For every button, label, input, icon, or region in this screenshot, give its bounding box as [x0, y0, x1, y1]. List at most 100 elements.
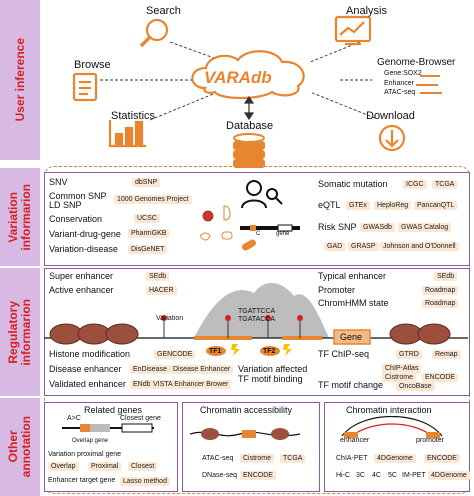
fourdgenome2-tag: 4DGenome — [428, 471, 470, 480]
band-user-inference: User inference — [0, 0, 40, 160]
enhancer-target-label: Enhancer target gene — [48, 477, 116, 484]
genome-browser-tracks — [416, 75, 442, 94]
related-genes-graphic — [62, 423, 154, 433]
4c-label: 4C — [372, 472, 381, 479]
gwas-catalog-tag: GWAS Catalog — [398, 223, 452, 232]
pharmgkb-tag: PharmGKB — [128, 229, 170, 238]
pancanqtl-tag: PancanQTL — [414, 201, 458, 210]
roadmap2-tag: Roadmap — [422, 299, 459, 308]
chrom-inter-title: Chromatin interaction — [346, 405, 432, 415]
overlap-tag: Overlap — [48, 462, 79, 471]
atac-seq-label: ATAC-seq — [202, 455, 234, 462]
cistrome2-tag: Cistrome — [240, 454, 275, 463]
organ-icons — [199, 205, 233, 241]
tf-icons — [206, 346, 280, 356]
atac-track-label: ATAC-seq — [384, 89, 416, 96]
user-inference-diagram — [72, 15, 442, 168]
variation-proximal-label: Variation proximal gene — [48, 451, 122, 458]
download-icon — [378, 124, 406, 152]
snv-label: SNV — [49, 177, 68, 187]
proximal-tag: Proximal — [88, 462, 122, 471]
icgc-tag: ICGC — [403, 180, 427, 189]
tcga2-tag: TCGA — [280, 454, 306, 463]
enhancer-small-label: enhancer — [340, 437, 370, 444]
grasp-tag: GRASP — [348, 242, 379, 251]
download-label: Download — [366, 110, 415, 122]
gene-label: gene — [276, 231, 290, 237]
helioreg-tag: HeploReg — [374, 201, 412, 210]
affected-label-2: TF motif binding — [238, 374, 303, 384]
oncobase-tag: OncoBase — [396, 382, 435, 391]
promoter-label: Promoter — [318, 285, 356, 295]
risk-snp-label: Risk SNP — [318, 222, 357, 232]
nucleosomes-left — [49, 323, 139, 345]
closest-gene-label: Closest gene — [120, 415, 161, 422]
variation-lollipops — [161, 315, 303, 338]
browse-icon — [72, 72, 98, 102]
chip-atlas-tag: ChIP-Atlas — [382, 364, 422, 373]
fourdgenome-tag: 4DGenome — [374, 454, 416, 463]
gencode-tag: GENCODE — [154, 350, 196, 359]
3c-label: 3C — [356, 472, 365, 479]
disease-enhancer-tag: Disease Enhancer — [170, 365, 234, 374]
histone-mod-label: Histone modification — [49, 349, 131, 359]
cistrome-tag: Cistrome — [382, 373, 417, 382]
hic-label: Hi-C — [336, 472, 350, 479]
motif1-label: TGATTCCA — [238, 308, 276, 315]
im-pet-label: IM-PET — [402, 472, 426, 479]
sedb2-tag: SEdb — [434, 272, 458, 281]
varadb-logo: VARAdb — [204, 68, 272, 87]
band-variation: Variation informarion — [0, 168, 40, 266]
validated-enhancer-label: Validated enhancer — [49, 379, 126, 389]
chromatin-access-graphic — [190, 428, 301, 440]
tf1-label: TF1 — [209, 348, 222, 355]
genome-browser-label: Genome-Browser — [377, 57, 456, 68]
motif2-label: TGATACCA — [238, 316, 276, 323]
statistics-label: Statistics — [111, 110, 156, 122]
sedb-tag: SEdb — [146, 272, 170, 281]
analysis-label: Analysis — [346, 5, 387, 17]
5c-label: 5C — [388, 472, 397, 479]
closest-tag: Closest — [128, 462, 158, 471]
variation-center-graphic — [199, 180, 300, 251]
disgenet-tag: DisGeNET — [128, 245, 168, 254]
gene-sox2-label: Gene:SOX2 — [384, 70, 422, 77]
endb-tag: ENdb — [130, 380, 154, 389]
super-enhancer-label: Super enhancer — [49, 271, 114, 281]
endisease-tag: EnDisease — [130, 365, 170, 374]
search-label: Search — [146, 5, 181, 17]
database-label: Database — [226, 120, 274, 132]
gtex-tag: GTEx — [346, 201, 370, 210]
search-icon — [139, 18, 169, 48]
common-snp-label: Common SNP — [49, 191, 107, 201]
chia-pet-label: ChIA-PET — [336, 455, 368, 462]
cloud-icon — [191, 50, 305, 100]
tcga-tag: TCGA — [432, 180, 458, 189]
affected-label-1: Variation affected — [238, 364, 308, 374]
dnase-seq-label: DNase-seq — [202, 472, 238, 479]
variation-disease-label: Variation-disease — [49, 244, 118, 254]
thousand-genomes-tag: 1000 Genomes Project — [114, 195, 192, 204]
chromhmm-label: ChromHMM state — [318, 298, 389, 308]
somatic-mutation-label: Somatic mutation — [318, 179, 388, 189]
regulatory-diagram — [44, 282, 468, 356]
ld-snp-label: LD SNP — [49, 200, 82, 210]
eqtl-label: eQTL — [318, 200, 341, 210]
gene-box-label: Gene — [340, 332, 363, 342]
browse-label: Browse — [74, 59, 111, 71]
roadmap-tag: Roadmap — [422, 286, 459, 295]
tf-motif-change-label: TF motif change — [318, 380, 384, 390]
encode3-tag: ENCODE — [424, 454, 460, 463]
variant-drug-gene-label: Variant-drug-gene — [49, 229, 121, 239]
conservation-label: Conservation — [49, 214, 103, 224]
related-genes-title: Related genes — [84, 405, 143, 415]
analysis-icon — [334, 15, 372, 46]
encode2-tag: ENCODE — [240, 471, 276, 480]
person-icon — [241, 180, 283, 209]
drug-pill-icon — [242, 239, 256, 251]
chrom-access-title: Chromatin accessibility — [200, 405, 293, 415]
c-label: C — [256, 231, 261, 237]
a-c-label: A>C — [67, 415, 81, 422]
gene-box — [333, 329, 371, 345]
nucleosomes-right — [389, 323, 451, 345]
